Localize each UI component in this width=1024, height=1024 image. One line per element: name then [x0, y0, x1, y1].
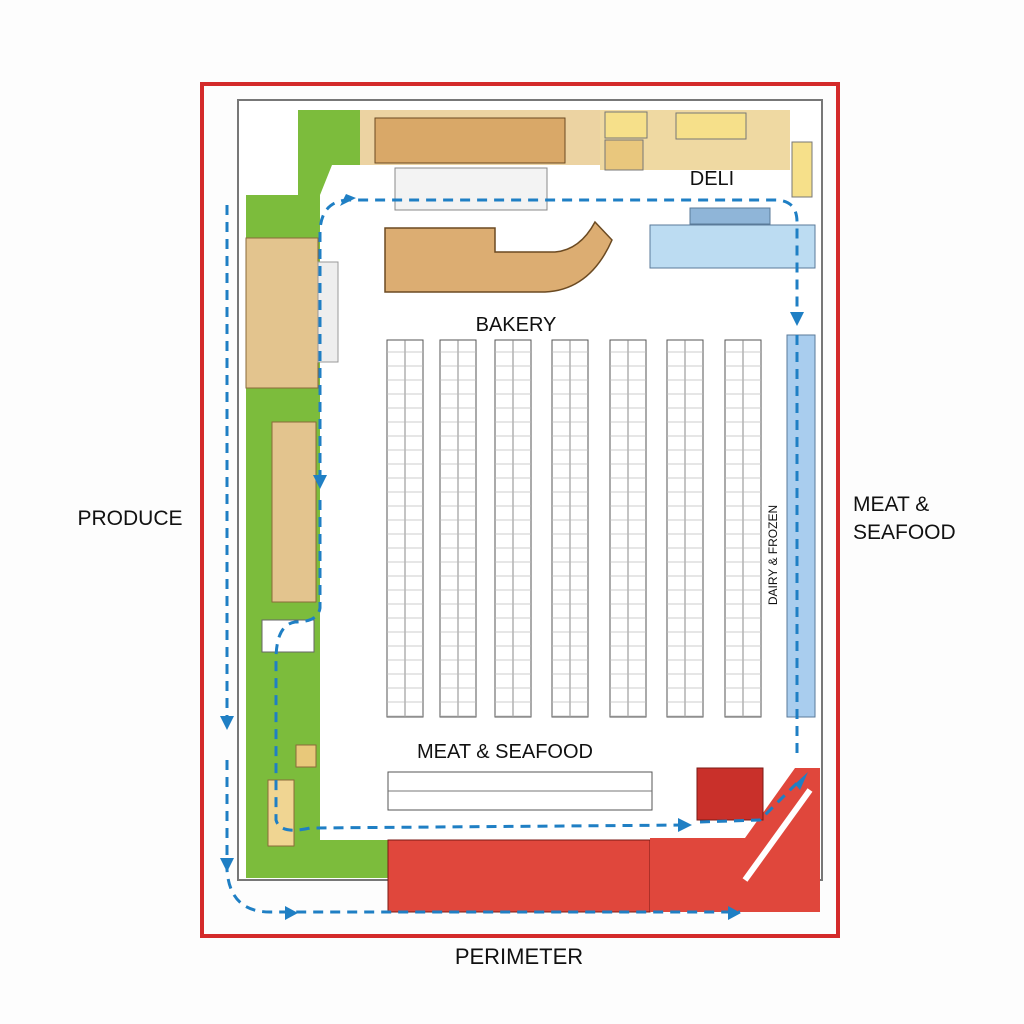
center-aisles	[386, 339, 762, 718]
produce-counter	[267, 779, 295, 847]
produce-bins	[245, 237, 319, 389]
pastry-case	[394, 167, 548, 211]
meat-seafood-zone	[387, 767, 820, 913]
produce-stand	[271, 421, 317, 603]
label-produce: PRODUCE	[77, 507, 182, 530]
produce-zone	[245, 110, 388, 878]
path-arrowheads	[220, 194, 808, 920]
produce-cart	[295, 744, 317, 768]
bakery-counter	[384, 220, 613, 293]
label-meat-seafood-side-2: SEAFOOD	[853, 521, 956, 544]
label-meat-seafood-center: MEAT & SEAFOOD	[417, 741, 593, 763]
bread-display	[374, 117, 566, 164]
produce-display	[317, 261, 339, 363]
produce-table	[261, 619, 315, 653]
perimeter-border	[200, 82, 840, 938]
deli-counter	[649, 224, 816, 269]
label-meat-seafood-side-1: MEAT &	[853, 493, 929, 516]
deli-zone	[600, 110, 816, 269]
label-bakery: BAKERY	[476, 314, 557, 336]
label-dairy-frozen: DAIRY & FROZEN	[766, 505, 780, 605]
label-deli: DELI	[690, 168, 734, 190]
label-perimeter: PERIMETER	[455, 944, 583, 969]
dairy-frozen-case	[786, 334, 816, 718]
bakery-zone	[360, 110, 613, 293]
meat-freezer	[696, 767, 764, 821]
